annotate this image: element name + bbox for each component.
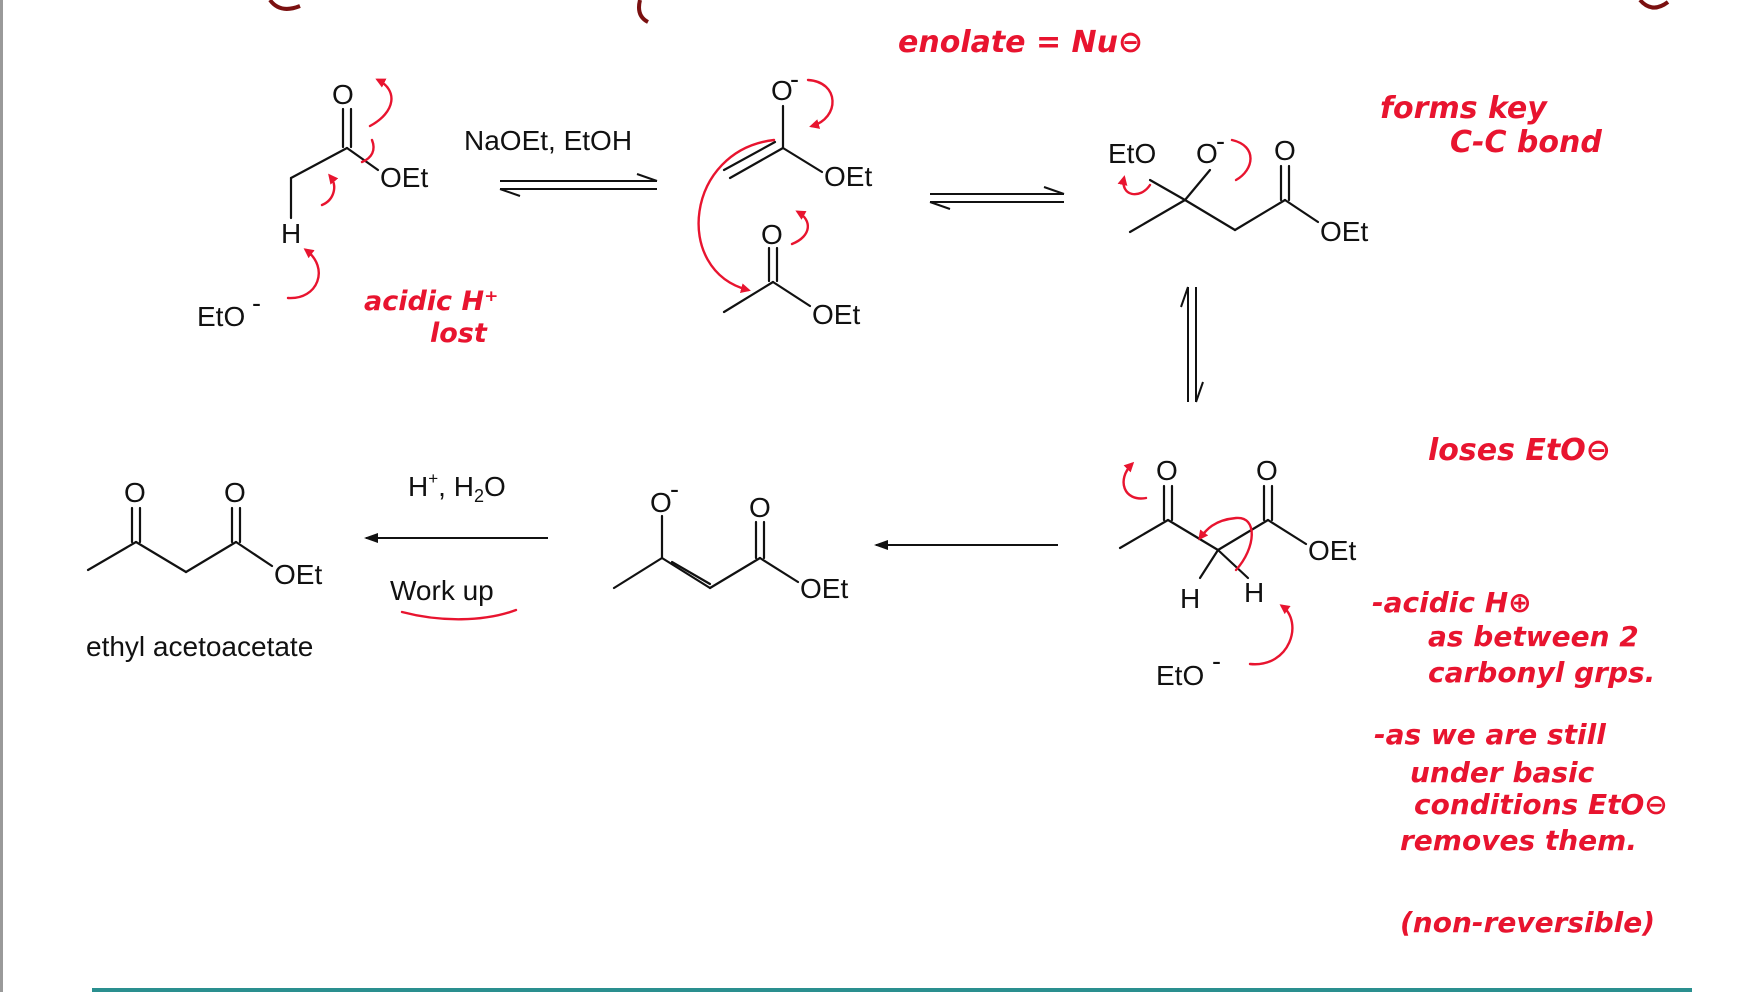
oet-label: OEt (380, 162, 428, 193)
note-acidic-h2-line3: carbonyl grps. (1428, 656, 1655, 689)
workup-label: Work up (390, 575, 494, 606)
enolate-structure: O - OEt (722, 64, 872, 192)
product-ester-oxygen: O (224, 477, 246, 508)
intermediate-oxide-charge: - (1216, 126, 1225, 156)
enolate-forming-arrow (320, 173, 339, 207)
note-acidic-h2-line1: -acidic H⊕ (1372, 586, 1532, 619)
product-structure: O O OEt ethyl acetoacetate (86, 477, 322, 662)
note-loses-ethoxide: loses EtO⊖ (1428, 433, 1611, 468)
second-deprotonation-arrow (1248, 604, 1294, 666)
hydrogen-label: H (281, 218, 301, 249)
deprotonation-arrow (286, 248, 320, 300)
enolate-oxide-charge: - (670, 474, 679, 504)
carbonyl-to-oxygen-arrow (368, 78, 393, 128)
carbonyl-arrow-small (360, 138, 375, 164)
alpha-h-left-label: H (1180, 583, 1200, 614)
ketone-oxygen-label: O (1156, 455, 1178, 486)
enolate-charge: - (790, 64, 799, 94)
note-basic-line2: under basic (1410, 756, 1595, 789)
product-ketone-oxygen: O (124, 477, 146, 508)
tetrahedral-intermediate: EtO O - O OEt (1108, 126, 1368, 247)
ethoxide-leaving-arrow (1117, 175, 1152, 196)
step2-equilibrium (929, 186, 1065, 210)
note-basic-line1: -as we are still (1374, 718, 1606, 751)
nucleophilic-attack-arrow (697, 138, 776, 294)
product-oet-label: OEt (274, 559, 322, 590)
enolate-ester-oxygen-label: O (749, 492, 771, 523)
ethyl-acetate-electrophile: O OEt (697, 138, 860, 330)
note-basic-line3: conditions EtO⊖ (1414, 788, 1668, 821)
reform-carbonyl-arrow (1230, 138, 1252, 182)
enolate-ester-oet-label: OEt (800, 573, 848, 604)
ethoxide-label: EtO (197, 301, 245, 332)
carbonyl-oxygen-label: O (332, 79, 354, 110)
product-name: ethyl acetoacetate (86, 631, 313, 662)
beta-ketoester-structure: O O OEt H H EtO - (1118, 455, 1356, 691)
note-forms-key-line1: forms key (1380, 91, 1548, 126)
note-acidic-h-line2: lost (430, 318, 488, 349)
workup-acid-label: H+, H2O (408, 469, 506, 506)
intermediate-eto-label: EtO (1108, 138, 1156, 169)
ketoester-ethoxide-label: EtO (1156, 660, 1204, 691)
enolate-resonance-arrow (806, 78, 834, 129)
stabilized-enolate-structure: O - O OEt (612, 474, 848, 604)
ketoester-oet-label: OEt (1308, 535, 1356, 566)
note-forms-key-line2: C-C bond (1450, 125, 1602, 160)
note-basic-line4: removes them. (1400, 824, 1637, 857)
alpha-h-right-label: H (1244, 577, 1264, 608)
title-fragment (268, 0, 1670, 24)
enolate-oxygen-label: O (771, 75, 793, 106)
ethoxide-charge: - (252, 288, 261, 318)
note-enolate-nucleophile: enolate = Nu⊖ (898, 25, 1143, 60)
enolate-oet-label: OEt (824, 161, 872, 192)
note-non-reversible: (non-reversible) (1400, 906, 1655, 939)
footer-divider (92, 988, 1692, 992)
workup-arrow: H+, H2O Work up (364, 469, 548, 621)
addition-carbonyl-arrow (790, 210, 809, 246)
step1-equilibrium: NaOEt, EtOH (464, 125, 658, 197)
electrophile-oet-label: OEt (812, 299, 860, 330)
step1-reagents: NaOEt, EtOH (464, 125, 632, 156)
slide-left-border (0, 0, 3, 992)
step3-equilibrium (1180, 286, 1204, 403)
intermediate-oet-label: OEt (1320, 216, 1368, 247)
ester-oxygen-label: O (1256, 455, 1278, 486)
workup-underline (400, 608, 518, 621)
intermediate-oxide-label: O (1196, 138, 1218, 169)
enolate-oxide-label: O (650, 487, 672, 518)
ch-bond-to-enolate-arrow (1198, 516, 1253, 572)
intermediate-carbonyl-label: O (1274, 135, 1296, 166)
electrophile-oxygen-label: O (761, 219, 783, 250)
ethyl-acetate-structure: O OEt H EtO - (197, 78, 428, 332)
ketoester-ethoxide-charge: - (1212, 646, 1221, 676)
ketone-oxygen-arrow (1122, 461, 1148, 500)
annotations: enolate = Nu⊖ acidic H⁺ lost forms key C… (364, 25, 1668, 939)
note-acidic-h-line1: acidic H⁺ (364, 286, 498, 317)
note-acidic-h2-line2: as between 2 (1428, 620, 1639, 653)
